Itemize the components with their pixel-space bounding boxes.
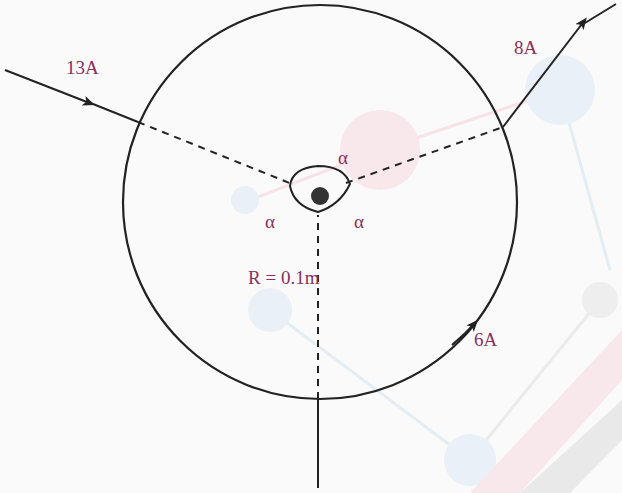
angle-label: α (265, 212, 275, 231)
wire-13a (88, 102, 138, 122)
dashed-radius (138, 122, 292, 184)
dashed-radius (346, 127, 503, 183)
circular-loop (123, 5, 517, 399)
wire-bottom (317, 399, 319, 488)
angle-label: α (338, 148, 348, 167)
dashed-radius (317, 215, 319, 399)
current-arrow (452, 322, 476, 345)
watermark-network (231, 55, 622, 493)
radius-label: R = 0.1m (248, 268, 319, 287)
centre-point (311, 187, 329, 205)
wire-8a-arrow (503, 20, 585, 127)
wire-8a (580, 4, 616, 26)
label-current: 8A (514, 38, 537, 57)
label-current: 6A (474, 330, 497, 349)
label-current: 13A (66, 58, 99, 77)
centre-loop (290, 166, 350, 212)
angle-label: α (354, 212, 364, 231)
